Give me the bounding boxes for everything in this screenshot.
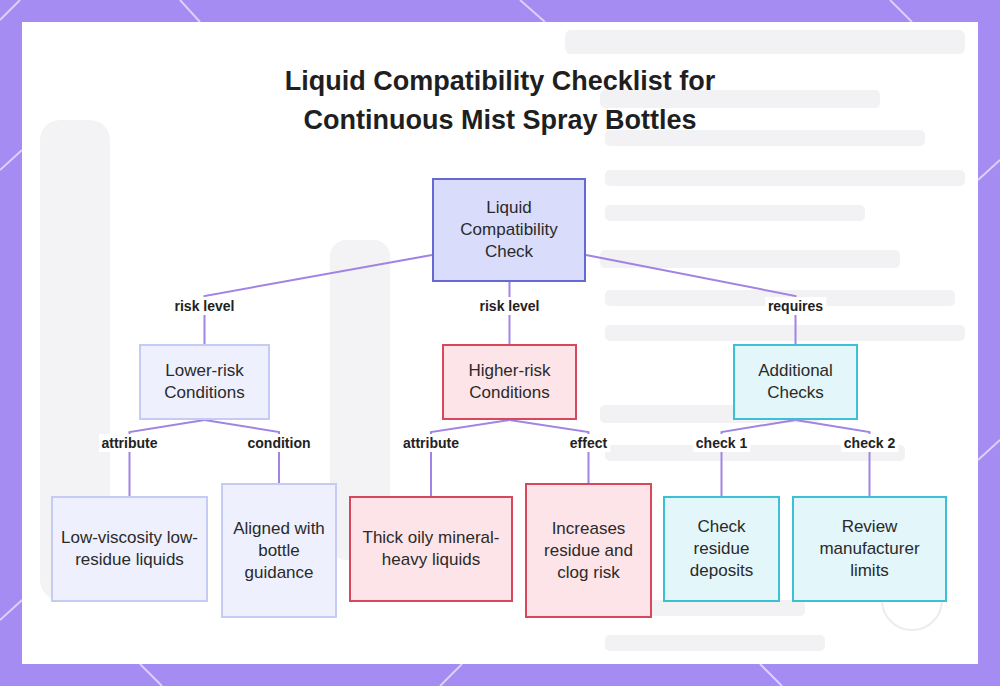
edge-label: attribute: [400, 434, 462, 452]
node-text: Additional Checks: [743, 360, 848, 404]
node-text: Review manufacturer limits: [802, 516, 937, 582]
connector-line: [205, 255, 433, 344]
edge-label: attribute: [99, 434, 161, 452]
leaf-box: Low-viscosity low-residue liquids: [51, 496, 208, 602]
edge-label: check 2: [841, 434, 898, 452]
node-text: Increases residue and clog risk: [535, 518, 642, 584]
condition-box: Higher-risk Conditions: [442, 344, 577, 420]
edge-label: condition: [245, 434, 314, 452]
edge-label: risk level: [477, 297, 543, 315]
node-text: Lower-risk Conditions: [149, 360, 260, 404]
node-text: Higher-risk Conditions: [452, 360, 567, 404]
node-text: Liquid Compatibility Check: [442, 197, 576, 263]
leaf-box: Thick oily mineral-heavy liquids: [349, 496, 513, 602]
diagram-title: Liquid Compatibility Checklist for Conti…: [240, 62, 760, 140]
edge-label: risk level: [172, 297, 238, 315]
node-text: Thick oily mineral-heavy liquids: [359, 527, 503, 571]
connector-line: [722, 420, 796, 496]
check-box: Additional Checks: [733, 344, 858, 420]
node-text: Low-viscosity low-residue liquids: [61, 527, 198, 571]
connector-line: [796, 420, 870, 496]
edge-label: check 1: [693, 434, 750, 452]
root-box: Liquid Compatibility Check: [432, 178, 586, 282]
condition-box: Lower-risk Conditions: [139, 344, 270, 420]
connector-line: [130, 420, 205, 496]
edge-label: requires: [765, 297, 826, 315]
leaf-box: Increases residue and clog risk: [525, 483, 652, 618]
node-text: Check residue deposits: [673, 516, 770, 582]
edge-label: effect: [567, 434, 610, 452]
connector-line: [431, 420, 510, 496]
leaf-box: Review manufacturer limits: [792, 496, 947, 602]
leaf-box: Aligned with bottle guidance: [221, 483, 337, 618]
node-text: Aligned with bottle guidance: [231, 518, 327, 584]
leaf-box: Check residue deposits: [663, 496, 780, 602]
